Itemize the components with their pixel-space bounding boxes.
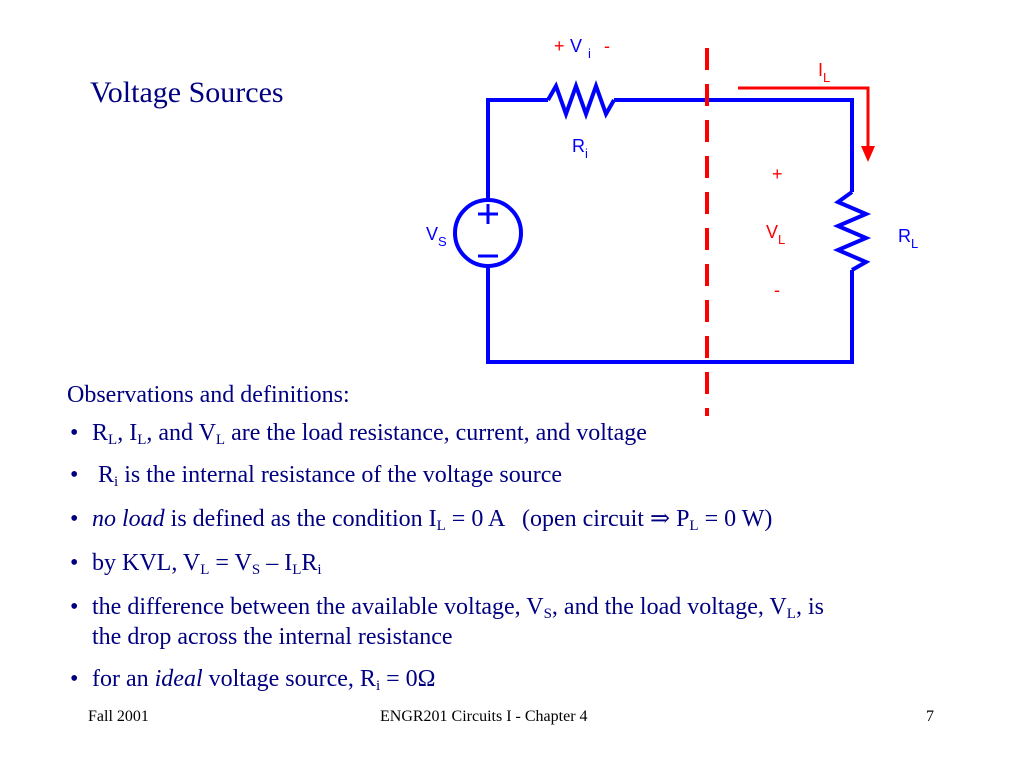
- bullet-voltage-difference: •the difference between the available vo…: [70, 594, 824, 650]
- vl-minus: -: [774, 280, 780, 300]
- footer-date: Fall 2001: [88, 708, 149, 725]
- bullet-no-load: •no load is defined as the condition IL …: [70, 506, 773, 534]
- bullet-symbol: •: [70, 594, 79, 620]
- bullet-kvl: •by KVL, VL = VS – ILRi: [70, 550, 322, 578]
- bullet-load-definitions: •RL, IL, and VL are the load resistance,…: [70, 420, 647, 448]
- vl-plus: +: [772, 164, 783, 184]
- bullet-symbol: •: [70, 462, 79, 488]
- vi-minus: -: [604, 36, 610, 56]
- resistor-rl: [832, 190, 872, 272]
- current-arrow-head: [861, 146, 875, 162]
- wire-top-left: [486, 98, 548, 200]
- bullet-internal-resistance: • Ri is the internal resistance of the v…: [70, 462, 563, 490]
- current-arrow: [738, 86, 870, 150]
- wire-top-right: [614, 98, 854, 192]
- resistor-ri: [546, 80, 616, 120]
- vl-label: VL: [766, 222, 785, 247]
- vi-plus: +: [554, 36, 565, 56]
- vs-label: VS: [426, 224, 447, 249]
- footer-page-number: 7: [926, 708, 934, 725]
- bullet-symbol: •: [70, 666, 79, 692]
- il-label: IL: [818, 60, 830, 85]
- bullet-symbol: •: [70, 506, 79, 532]
- footer-course: ENGR201 Circuits I - Chapter 4: [380, 708, 588, 725]
- voltage-source-vs: [453, 198, 523, 268]
- observations-heading: Observations and definitions:: [67, 382, 350, 408]
- bullet-symbol: •: [70, 550, 79, 576]
- ri-label: Ri: [572, 136, 588, 161]
- slide-title: Voltage Sources: [90, 76, 284, 109]
- bullet-ideal-source: •for an ideal voltage source, Ri = 0Ω: [70, 666, 436, 694]
- wire-right-bottom: [486, 266, 854, 364]
- bullet-symbol: •: [70, 420, 79, 446]
- rl-label: RL: [898, 226, 918, 251]
